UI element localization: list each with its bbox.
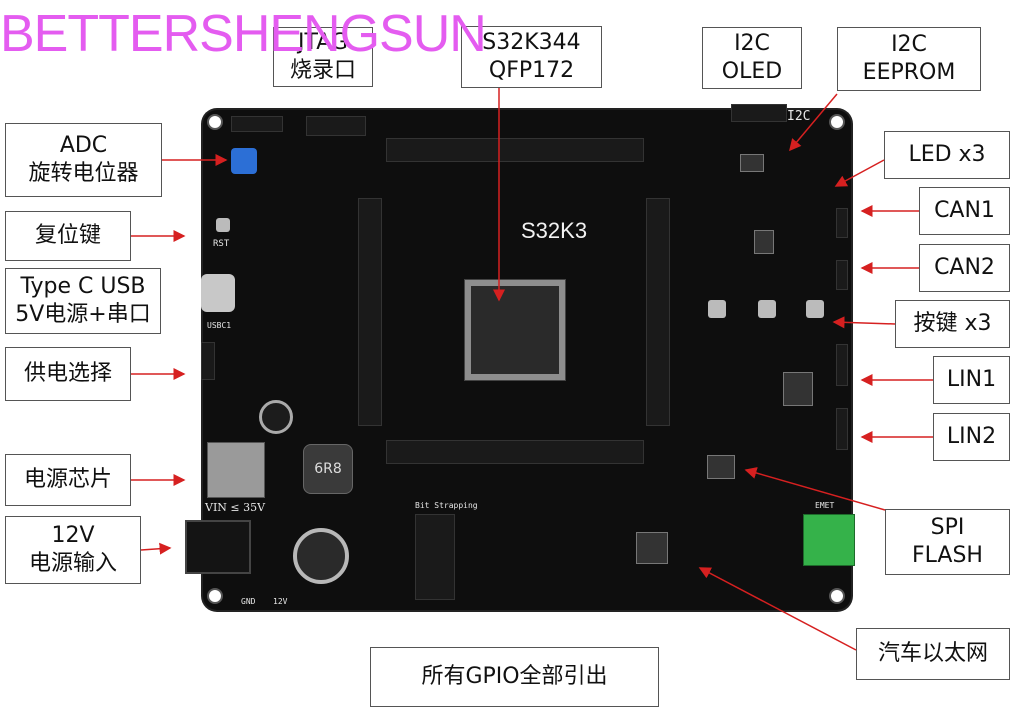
eeprom-chip <box>740 154 764 172</box>
callout-led: LED x3 <box>884 131 1010 179</box>
mount-hole <box>207 588 223 604</box>
gpio-header-bottom <box>386 440 644 464</box>
gpio-header-top <box>386 138 644 162</box>
ethernet-terminal <box>803 514 855 566</box>
user-button <box>806 300 824 318</box>
lin1-connector <box>836 344 848 386</box>
mcu-chip <box>464 279 566 381</box>
lin2-connector <box>836 408 848 450</box>
watermark: BETTERSHENGSUN <box>0 5 487 63</box>
emet-silk-label: EMET <box>815 501 835 510</box>
callout-power-chip: 电源芯片 <box>5 454 131 506</box>
rst-silk-label: RST <box>213 239 230 249</box>
strapping-silk-label: Bit Strapping <box>415 501 478 510</box>
capacitor-large <box>293 528 349 584</box>
mount-hole <box>207 114 223 130</box>
can-transceiver <box>754 230 774 254</box>
usb-c-connector <box>201 274 235 312</box>
gnd-silk-label: GND <box>241 597 256 606</box>
usb-silk-label: USBC1 <box>207 321 232 330</box>
mount-hole <box>829 588 845 604</box>
gpio-header-right <box>646 198 670 426</box>
inductor: 6R8 <box>303 444 353 494</box>
mount-hole <box>829 114 845 130</box>
callout-power-select: 供电选择 <box>5 347 131 401</box>
gpio-header-left <box>358 198 382 426</box>
pin-header-small <box>231 116 283 132</box>
dc-jack <box>185 520 251 574</box>
lin-transceiver <box>783 372 813 406</box>
bit-strapping-header <box>415 514 455 600</box>
callout-keys: 按键 x3 <box>895 300 1010 348</box>
power-select-jumper <box>201 342 215 380</box>
potentiometer <box>231 148 257 174</box>
callout-can2: CAN2 <box>919 244 1010 292</box>
callout-can1: CAN1 <box>919 187 1010 235</box>
can1-connector <box>836 208 848 238</box>
dev-board: I2C S32K3 RST USBC1 6R8 VIN ≤ 35V GND 12… <box>185 104 855 610</box>
user-button <box>708 300 726 318</box>
i2c-header <box>731 104 787 122</box>
reset-button <box>216 218 230 232</box>
power-regulator <box>207 442 265 498</box>
capacitor <box>259 400 293 434</box>
callout-gpio: 所有GPIO全部引出 <box>370 647 659 707</box>
vin-silk-label: VIN ≤ 35V <box>205 501 266 514</box>
12v-silk-label: 12V <box>273 597 288 606</box>
callout-reset: 复位键 <box>5 211 131 261</box>
chip-silk-label: S32K3 <box>521 218 588 243</box>
callout-lin1: LIN1 <box>933 356 1010 404</box>
ethernet-phy-chip <box>636 532 668 564</box>
i2c-silk-label: I2C <box>787 109 811 124</box>
jtag-header <box>306 116 366 136</box>
spi-flash-chip <box>707 455 735 479</box>
can2-connector <box>836 260 848 290</box>
user-button <box>758 300 776 318</box>
callout-ethernet: 汽车以太网 <box>856 628 1010 680</box>
arrow-power-input <box>140 542 172 555</box>
callout-lin2: LIN2 <box>933 413 1010 461</box>
